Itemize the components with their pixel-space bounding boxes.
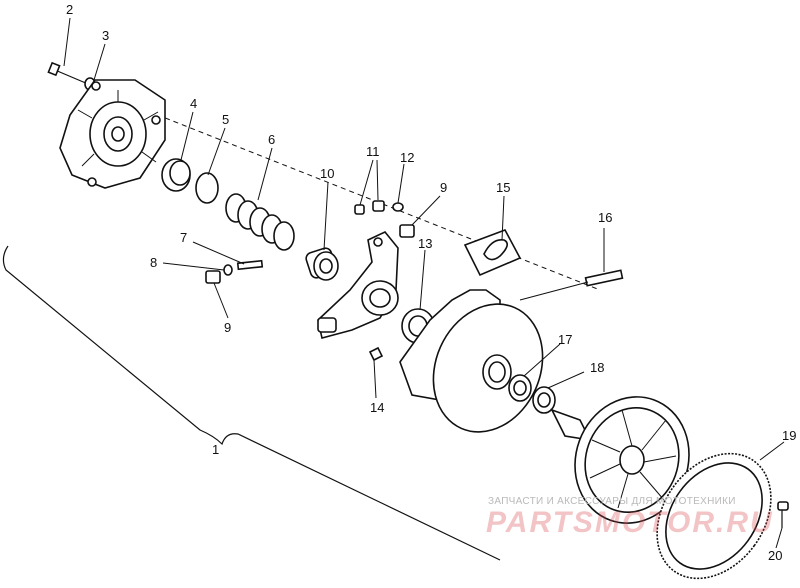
callout-9-left: 9 xyxy=(224,320,231,335)
part-roller xyxy=(305,247,339,281)
part-cover-plate xyxy=(59,79,166,189)
assembly-axis xyxy=(139,107,601,291)
part-spacer xyxy=(508,374,532,402)
callout-6: 6 xyxy=(268,132,275,147)
callout-15: 15 xyxy=(496,180,510,195)
part-spider-arm xyxy=(317,231,399,339)
part-nut-right xyxy=(399,224,415,238)
callout-labels: 2 3 4 5 6 7 8 9 9 10 11 12 13 14 15 16 1… xyxy=(66,2,796,563)
callout-13: 13 xyxy=(418,236,432,251)
watermark-tagline: ЗАПЧАСТИ И АКСЕССУАРЫ ДЛЯ МОТОТЕХНИКИ xyxy=(488,496,736,507)
part-nut-left xyxy=(205,270,221,284)
part-seal xyxy=(532,386,556,414)
part-pin xyxy=(236,259,264,271)
callout-16: 16 xyxy=(598,210,612,225)
callout-11: 11 xyxy=(366,144,380,159)
part-bolt xyxy=(47,61,89,85)
part-screw xyxy=(368,346,384,362)
part-small-hardware xyxy=(354,200,404,215)
callout-10: 10 xyxy=(320,166,334,181)
callout-5: 5 xyxy=(222,112,229,127)
part-decal xyxy=(463,229,522,277)
part-gear-bolt xyxy=(777,501,789,528)
callout-8: 8 xyxy=(150,255,157,270)
part-shaft-pin xyxy=(519,269,624,301)
callout-9-right: 9 xyxy=(440,180,447,195)
part-spring xyxy=(225,193,295,251)
assembly-brace xyxy=(2,245,501,561)
callout-14: 14 xyxy=(370,400,384,415)
part-stationary-sheave xyxy=(550,396,690,524)
watermark-logo: PARTSMOTOR.RU xyxy=(486,506,774,539)
leader-lines xyxy=(63,17,785,549)
callout-4: 4 xyxy=(190,96,197,111)
callout-3: 3 xyxy=(102,28,109,43)
callout-12: 12 xyxy=(400,150,414,165)
part-bushing xyxy=(161,158,191,192)
callout-18: 18 xyxy=(590,360,604,375)
callout-7: 7 xyxy=(180,230,187,245)
callout-20: 20 xyxy=(768,548,782,563)
callout-1: 1 xyxy=(212,442,219,457)
part-ring-gear xyxy=(656,452,772,580)
callout-2: 2 xyxy=(66,2,73,17)
part-small-bushing xyxy=(223,264,233,276)
callout-17: 17 xyxy=(558,332,572,347)
part-ring xyxy=(195,172,219,204)
callout-19: 19 xyxy=(782,428,796,443)
